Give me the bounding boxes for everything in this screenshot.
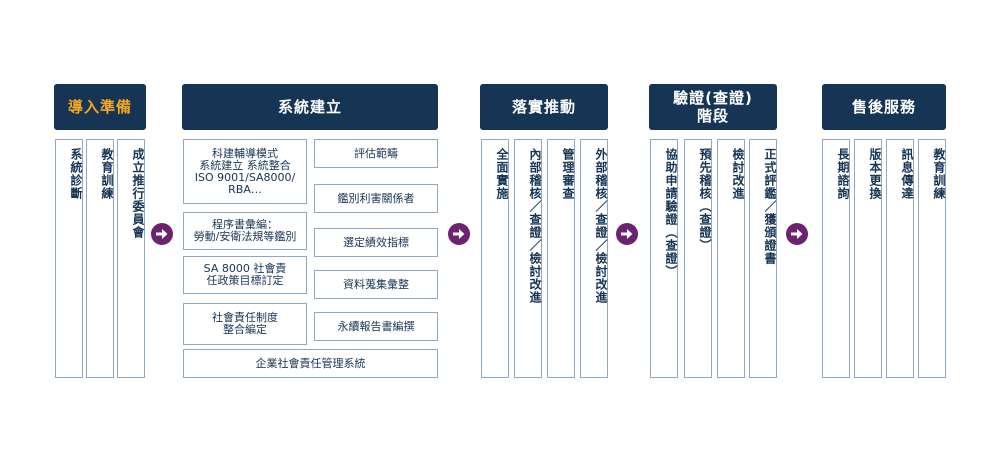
stage-1-column-1: 系統診斷 [55, 139, 83, 378]
stage-1-header: 導入準備 [54, 84, 146, 130]
stage-5-column-4: 教育訓練 [918, 139, 946, 378]
stage-3-column-4: 外部稽核／查證／檢討改進 [580, 139, 608, 378]
stage-4-column-2: 預先稽核（查證） [684, 139, 712, 378]
stage-4-header: 驗證(查證) 階段 [649, 84, 777, 130]
stage-5-column-2: 版本更換 [854, 139, 882, 378]
stage-2-left-box-2: 程序書彙編： 勞動/安衛法規等鑑別 [183, 212, 307, 250]
stage-2-header: 系統建立 [182, 84, 438, 130]
stage-3-header: 落實推動 [480, 84, 608, 130]
stage-4-column-3: 檢討改進 [717, 139, 745, 378]
stage-2-right-box-1: 評估範疇 [314, 139, 438, 168]
arrow-right-circle-icon [616, 223, 638, 245]
stage-2-right-box-4: 資料蒐集彙整 [314, 270, 438, 299]
stage-4-column-4: 正式評鑑／獲頒證書 [749, 139, 777, 378]
arrow-right-circle-icon [786, 223, 808, 245]
stage-2-right-box-2: 鑑別利害關係者 [314, 184, 438, 213]
stage-2-left-box-1: 科建輔導模式 系統建立 系統整合 ISO 9001/SA8000/ RBA… [183, 139, 307, 204]
stage-3-column-2: 內部稽核／查證／檢討改進 [514, 139, 542, 378]
stage-5-header: 售後服務 [822, 84, 946, 130]
stage-2-right-box-3: 選定績效指標 [314, 228, 438, 257]
stage-2-right-box-5: 永續報告書編撰 [314, 312, 438, 341]
stage-2-bottom-box: 企業社會責任管理系統 [183, 349, 438, 378]
stage-3-column-1: 全面實施 [481, 139, 509, 378]
stage-4-column-1: 協助申請驗證（查證） [650, 139, 678, 378]
stage-5-column-1: 長期諮詢 [822, 139, 850, 378]
stage-5-column-3: 訊息傳達 [886, 139, 914, 378]
stage-3-column-3: 管理審查 [547, 139, 575, 378]
arrow-right-circle-icon [151, 223, 173, 245]
stage-2-left-box-4: 社會責任制度 整合編定 [183, 303, 307, 345]
stage-1-column-2: 教育訓練 [86, 139, 114, 378]
stage-1-column-3: 成立推行委員會 [117, 139, 145, 378]
stage-2-left-box-3: SA 8000 社會責 任政策目標訂定 [183, 256, 307, 294]
arrow-right-circle-icon [448, 223, 470, 245]
